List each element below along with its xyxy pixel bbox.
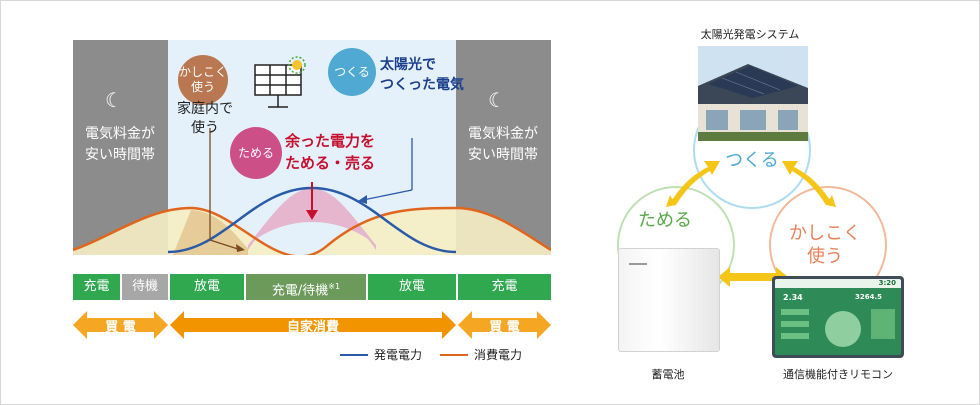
tsukuru-bubble: つくる — [328, 48, 376, 96]
buy-power-arrow-right — [458, 311, 551, 339]
kashikoku-bubble: かしこく使う — [178, 55, 228, 105]
remote-controller-image: 3:20 2.34 3264.5 — [772, 276, 904, 358]
status-charge-standby: 充電/待機※1 — [246, 274, 366, 300]
legend: 発電電力 消費電力 — [340, 346, 522, 363]
node-tsukuru-label: つくる — [725, 150, 779, 171]
generation-legend-swatch — [340, 353, 368, 356]
consumption-line — [73, 206, 551, 255]
self-consumption-arrow — [170, 311, 456, 339]
consumption-legend-swatch — [440, 353, 469, 356]
remote-value-2: 3264.5 — [855, 293, 883, 301]
cycle-arrows — [666, 161, 836, 287]
energy-curves — [73, 128, 551, 255]
tameru-bubble: ためる — [230, 127, 282, 179]
solar-label: 太陽光でつくった電気 — [380, 57, 464, 93]
status-discharge: 放電 — [170, 274, 244, 300]
battery-caption: 蓄電池 — [651, 368, 685, 381]
buy-power-label-left: 買 電 — [105, 320, 136, 335]
surplus-label: 余った電力をためる・売る — [285, 132, 376, 172]
consumption-legend-label: 消費電力 — [474, 348, 523, 362]
battery-logo — [629, 263, 647, 265]
node-tameru-label: ためる — [638, 210, 692, 231]
status-charge: 充電 — [458, 274, 551, 300]
solar-panel-icon — [254, 56, 306, 108]
cheap-hours-label-left: 電気料金が安い時間帯 — [85, 126, 155, 163]
remote-value-1: 2.34 — [783, 293, 803, 302]
solar-house-image — [698, 46, 808, 141]
status-standby: 待機 — [122, 274, 168, 300]
moon-star-icon: ☾ — [488, 88, 506, 112]
buy-power-label-right: 買 電 — [489, 320, 520, 335]
remote-screen: 3:20 2.34 3264.5 — [775, 279, 901, 355]
remote-time: 3:20 — [878, 279, 896, 287]
remote-caption: 通信機能付きリモコン — [783, 368, 893, 381]
system-title: 太陽光発電システム — [700, 28, 800, 41]
moon-star-icon: ☾ — [105, 88, 123, 112]
cheap-hours-label-right: 電気料金が安い時間帯 — [468, 126, 538, 163]
self-consumption-label: 自家消費 — [286, 320, 339, 335]
node-kashikoku-label: かしこく使う — [789, 223, 861, 267]
status-discharge: 放電 — [368, 274, 456, 300]
status-charge: 充電 — [73, 274, 120, 300]
generation-legend-label: 発電電力 — [374, 348, 423, 362]
home-use-label: 家庭内で使う — [177, 101, 233, 136]
buy-power-arrow-left — [73, 311, 168, 339]
battery-unit-image — [618, 248, 720, 352]
